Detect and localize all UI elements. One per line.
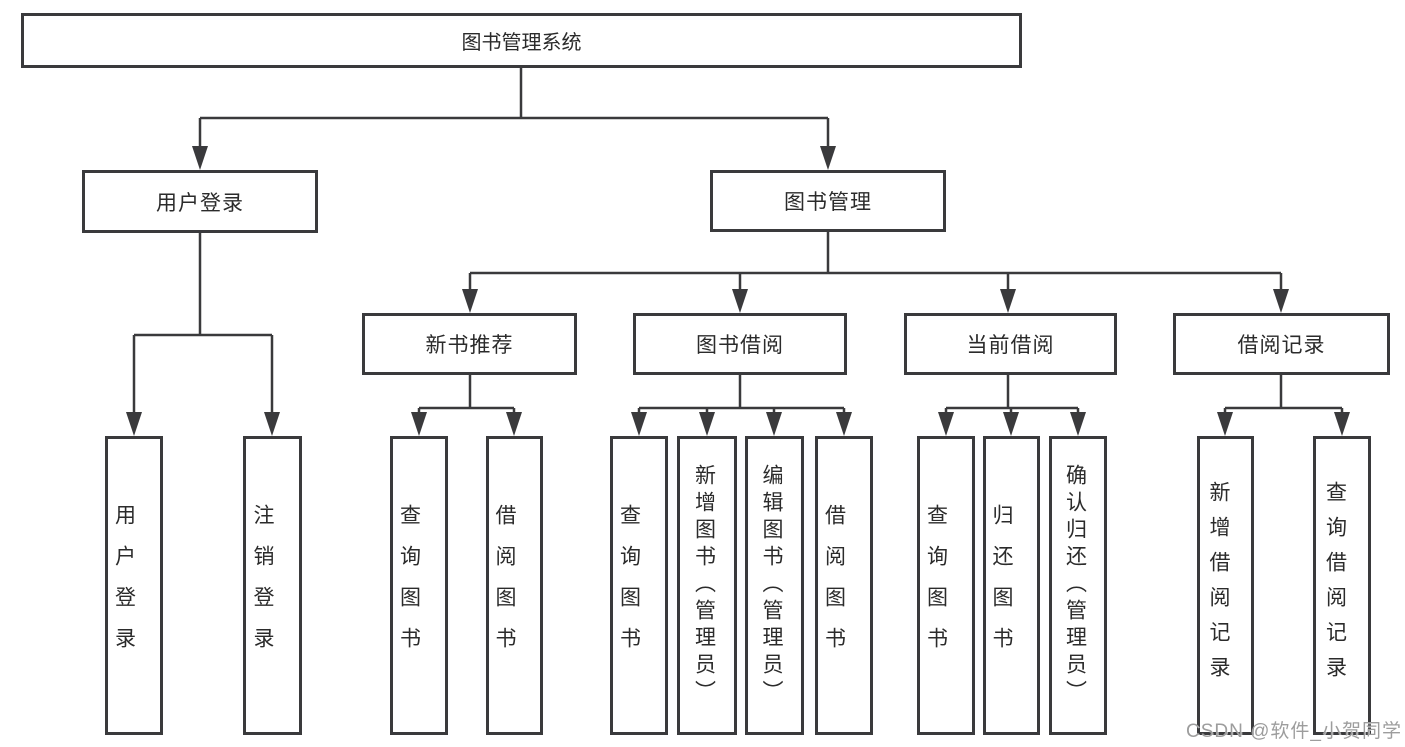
connector-new-book-children <box>417 375 516 414</box>
node-user-login-label: 用户登录 <box>156 191 244 215</box>
leaf-edit-book-admin: 编辑图书（管理员） <box>745 436 804 735</box>
leaf-bookborrow-query-book: 查询图书 <box>610 436 668 735</box>
csdn-watermark: CSDN @软件_小贺同学 <box>1186 721 1402 742</box>
connector-borrow-records-children <box>1223 375 1344 414</box>
node-borrow-records: 借阅记录 <box>1173 313 1390 375</box>
connector-book-borrow-children <box>637 375 846 414</box>
node-user-login: 用户登录 <box>82 170 318 233</box>
node-current-borrow-label: 当前借阅 <box>966 334 1055 357</box>
leaf-newbook-query-book: 查询图书 <box>390 436 448 735</box>
node-book-management: 图书管理 <box>710 170 946 232</box>
leaf-confirm-return-admin: 确认归还（管理员） <box>1049 436 1107 735</box>
leaf-logout: 注销登录 <box>243 436 302 735</box>
leaf-add-borrow-record: 新增借阅记录 <box>1197 436 1254 735</box>
leaf-query-borrow-record: 查询借阅记录 <box>1313 436 1371 735</box>
leaf-newbook-borrow-book: 借阅图书 <box>486 436 543 735</box>
leaf-return-book: 归还图书 <box>983 436 1040 735</box>
leaf-currentborrow-query-book: 查询图书 <box>917 436 975 735</box>
node-borrow-records-label: 借阅记录 <box>1237 334 1326 357</box>
node-new-book-recommend: 新书推荐 <box>362 313 577 375</box>
node-book-borrow: 图书借阅 <box>633 313 847 375</box>
leaf-add-book-admin: 新增图书（管理员） <box>677 436 737 735</box>
node-root: 图书管理系统 <box>21 13 1022 68</box>
leaf-user-login: 用户登录 <box>105 436 163 735</box>
leaf-bookborrow-borrow-book: 借阅图书 <box>815 436 873 735</box>
connector-root-to-level2 <box>198 68 830 148</box>
node-book-management-label: 图书管理 <box>784 191 872 214</box>
connector-current-borrow-children <box>944 375 1080 414</box>
node-new-book-recommend-label: 新书推荐 <box>425 334 514 357</box>
node-root-label: 图书管理系统 <box>461 32 582 54</box>
connector-book-management-children <box>468 232 1283 291</box>
node-book-borrow-label: 图书借阅 <box>696 334 784 357</box>
connector-user-login-children <box>132 233 274 414</box>
node-current-borrow: 当前借阅 <box>904 313 1117 375</box>
